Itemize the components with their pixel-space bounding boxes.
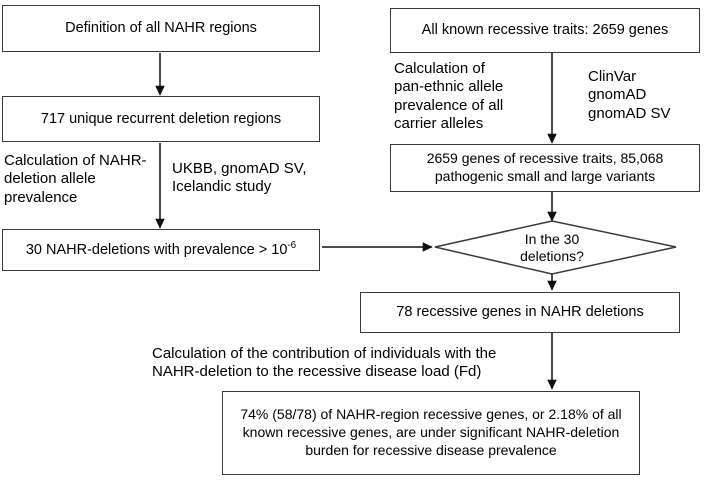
node-nahr-definition[interactable]: Definition of all NAHR regions [2,5,320,52]
node-genes-in-nahr-deletions[interactable]: 78 recessive genes in NAHR deletions [360,292,680,333]
annotation-fd-calculation: Calculation of the contribution of indiv… [152,345,497,381]
node-conclusion-line3: burden for recessive disease prevalence [305,441,557,458]
node-unique-regions[interactable]: 717 unique recurrent deletion regions [2,96,320,142]
node-unique-regions-label: 717 unique recurrent deletion regions [40,110,282,127]
node-prevalent-deletions[interactable]: 30 NAHR-deletions with prevalence > 10-6 [2,229,320,271]
decision-node-text[interactable]: In the 30 deletions? [492,226,612,270]
node-prevalent-deletions-exponent: -6 [287,239,297,251]
node-all-recessive-traits-label: All known recessive traits: 2659 genes [421,22,669,39]
node-nahr-definition-label: Definition of all NAHR regions [65,20,257,37]
node-pathogenic-variants-line1: 2659 genes of recessive traits, 85,068 [426,150,664,167]
annotation-left-calculation: Calculation of NAHR- deletion allele pre… [4,152,147,206]
annotation-left-sources: UKBB, gnomAD SV, Icelandic study [172,160,307,196]
node-pathogenic-variants-line2: pathogenic small and large variants [434,168,656,184]
node-conclusion-line1: 74% (58/78) of NAHR-region recessive gen… [240,406,622,423]
node-conclusion-line2: known recessive genes, are under signifi… [242,424,620,441]
decision-node-line1: In the 30 [524,230,580,247]
node-prevalent-deletions-label: 30 NAHR-deletions with prevalence > 10 [25,241,288,258]
decision-node-line2: deletions? [520,248,584,264]
node-conclusion[interactable]: 74% (58/78) of NAHR-region recessive gen… [222,391,640,475]
node-all-recessive-traits[interactable]: All known recessive traits: 2659 genes [390,8,700,53]
annotation-right-calculation: Calculation of pan-ethnic allele prevale… [394,60,504,132]
node-pathogenic-variants[interactable]: 2659 genes of recessive traits, 85,068 p… [390,144,700,192]
annotation-right-sources: ClinVar gnomAD gnomAD SV [588,68,671,122]
node-genes-in-nahr-deletions-label: 78 recessive genes in NAHR deletions [396,304,644,321]
